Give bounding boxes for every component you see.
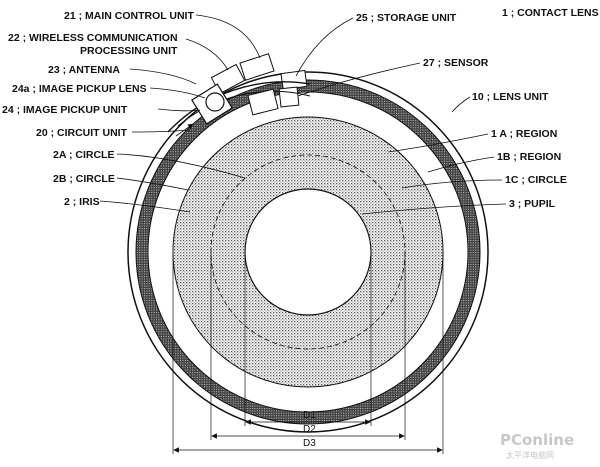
storage-unit-block <box>280 69 308 91</box>
label-sensor: 27 ; SENSOR <box>423 57 489 69</box>
label-pupil: 3 ; PUPIL <box>509 198 556 210</box>
pupil-region <box>244 188 372 316</box>
main-control-unit-block <box>239 53 275 81</box>
label-lens-unit: 10 ; LENS UNIT <box>472 91 549 103</box>
leader-lines <box>99 14 507 215</box>
label-iris: 2 ; IRIS <box>64 196 100 208</box>
label-circle-1c: 1C ; CIRCLE <box>505 174 567 186</box>
antenna-arc <box>167 81 311 133</box>
label-wireless-comm-line1: 22 ; WIRELESS COMMUNICATION <box>8 32 178 44</box>
label-circuit-unit: 20 ; CIRCUIT UNIT <box>36 127 128 139</box>
label-antenna: 23 ; ANTENNA <box>48 64 120 76</box>
label-region-1b: 1B ; REGION <box>497 151 561 163</box>
watermark-brand: PConline <box>500 431 574 449</box>
dimension-d1: D1 <box>303 410 316 421</box>
left-labels: 21 ; MAIN CONTROL UNIT 22 ; WIRELESS COM… <box>2 10 194 208</box>
label-image-pickup-lens: 24a ; IMAGE PICKUP LENS <box>12 83 147 95</box>
dimension-d2: D2 <box>303 424 316 435</box>
watermark: PConline 太平洋电脑网 <box>500 431 574 460</box>
label-circle-2a: 2A ; CIRCLE <box>53 149 114 161</box>
label-storage-unit: 25 ; STORAGE UNIT <box>356 12 457 24</box>
circuit-components <box>167 53 311 133</box>
label-wireless-comm-line2: PROCESSING UNIT <box>80 45 178 57</box>
sensor-block <box>278 86 300 108</box>
circuit-unit-arrow <box>175 123 194 137</box>
lens-body <box>127 71 489 433</box>
label-main-control-unit: 21 ; MAIN CONTROL UNIT <box>64 10 194 22</box>
label-region-1a: 1 A ; REGION <box>491 128 557 140</box>
antenna-arc-inner <box>177 90 311 127</box>
right-labels: 1 ; CONTACT LENS 25 ; STORAGE UNIT 27 ; … <box>356 7 599 210</box>
label-circle-2b: 2B ; CIRCLE <box>53 173 115 185</box>
dimension-d3: D3 <box>303 438 316 449</box>
label-image-pickup-unit: 24 ; IMAGE PICKUP UNIT <box>2 104 128 116</box>
watermark-sub: 太平洋电脑网 <box>506 450 554 460</box>
dimension-lines: D1 D2 D3 <box>172 252 444 454</box>
label-contact-lens: 1 ; CONTACT LENS <box>502 7 599 19</box>
image-pickup-lens-circle <box>205 92 225 112</box>
circuit-unit-block <box>247 88 279 116</box>
